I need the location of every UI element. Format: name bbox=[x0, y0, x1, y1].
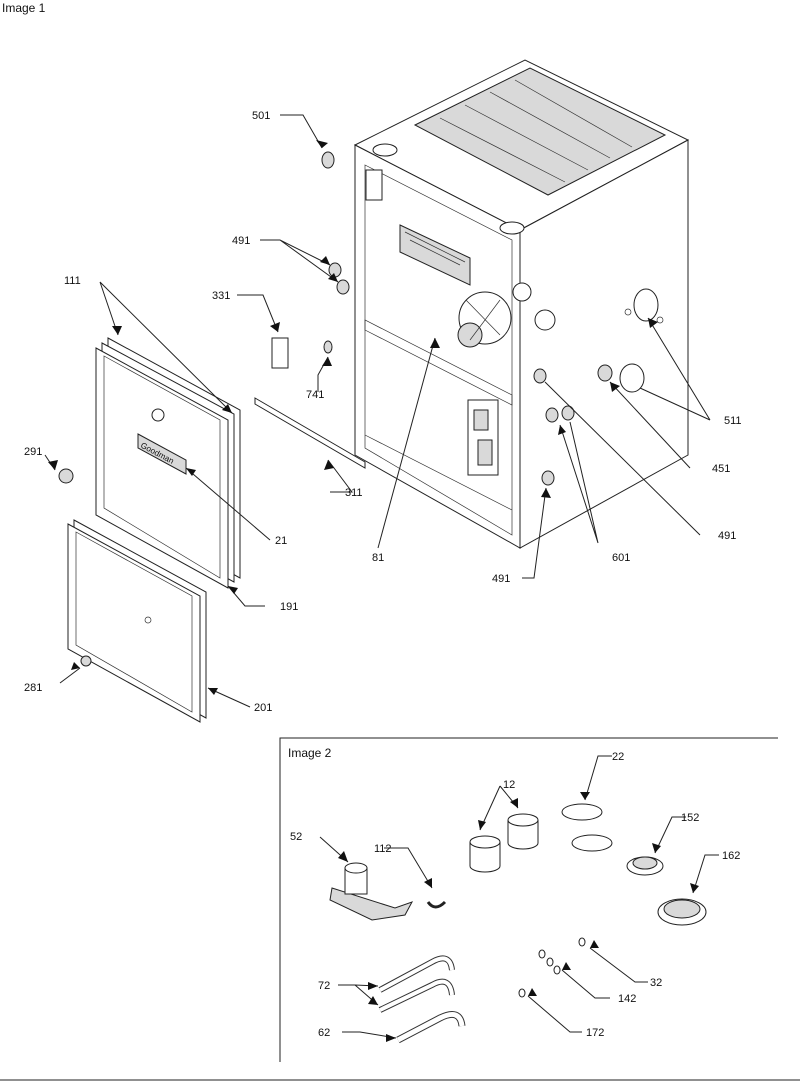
callout-162: 162 bbox=[722, 850, 740, 862]
callout-311: 311 bbox=[345, 487, 363, 499]
clip-32 bbox=[579, 938, 585, 946]
callout-21: 21 bbox=[275, 535, 287, 547]
callout-291: 291 bbox=[24, 446, 42, 458]
image1-title: Image 1 bbox=[2, 1, 46, 15]
callout-72: 72 bbox=[318, 980, 330, 992]
clamps-part bbox=[562, 804, 612, 851]
vent-screen-large bbox=[658, 899, 706, 925]
callout-201: 201 bbox=[254, 702, 272, 714]
plug-601-b bbox=[562, 406, 574, 420]
callout-81: 81 bbox=[372, 552, 384, 564]
callout-511: 511 bbox=[724, 415, 742, 427]
grommets-part bbox=[539, 950, 560, 974]
bracket-part bbox=[272, 338, 288, 368]
vent-screen-small bbox=[627, 857, 663, 875]
callout-12: 12 bbox=[503, 779, 515, 791]
callout-601: 601 bbox=[612, 552, 630, 564]
callout-112: 112 bbox=[374, 843, 392, 855]
callout-152: 152 bbox=[681, 812, 699, 824]
rail-part bbox=[255, 398, 365, 468]
callout-32: 32 bbox=[650, 977, 662, 989]
callout-491-bottom: 491 bbox=[492, 573, 510, 585]
drain-trap-part bbox=[330, 863, 412, 920]
grommet-part bbox=[598, 365, 612, 381]
callout-281: 281 bbox=[24, 682, 42, 694]
callout-491-right: 491 bbox=[718, 530, 736, 542]
plug-491-b bbox=[337, 280, 349, 294]
hose-62 bbox=[398, 1014, 462, 1040]
callout-52: 52 bbox=[290, 831, 302, 843]
plug-491-c bbox=[534, 369, 546, 383]
plug-601-a bbox=[546, 408, 558, 422]
hoses-72 bbox=[380, 958, 452, 1010]
plug-291 bbox=[59, 469, 73, 483]
callout-491-top: 491 bbox=[232, 235, 250, 247]
callout-331: 331 bbox=[212, 290, 230, 302]
callout-172: 172 bbox=[586, 1027, 604, 1039]
image2-labels: 22 12 152 52 112 162 32 72 142 62 172 bbox=[290, 751, 740, 1039]
image2-title: Image 2 bbox=[288, 746, 332, 760]
clip-172 bbox=[519, 989, 525, 997]
plug-491-a bbox=[329, 263, 341, 277]
plug-491-d bbox=[542, 471, 554, 485]
hose-small bbox=[428, 902, 445, 907]
clip-741 bbox=[324, 341, 332, 353]
callout-22: 22 bbox=[612, 751, 624, 763]
plug-501 bbox=[322, 152, 334, 168]
callout-62: 62 bbox=[318, 1027, 330, 1039]
callout-111: 111 bbox=[64, 275, 81, 287]
plug-281 bbox=[81, 656, 91, 666]
callout-191: 191 bbox=[280, 601, 298, 613]
callout-142: 142 bbox=[618, 993, 636, 1005]
callout-741: 741 bbox=[306, 389, 324, 401]
callout-451: 451 bbox=[712, 463, 730, 475]
hole-plug-large bbox=[634, 289, 658, 321]
callout-501: 501 bbox=[252, 110, 270, 122]
